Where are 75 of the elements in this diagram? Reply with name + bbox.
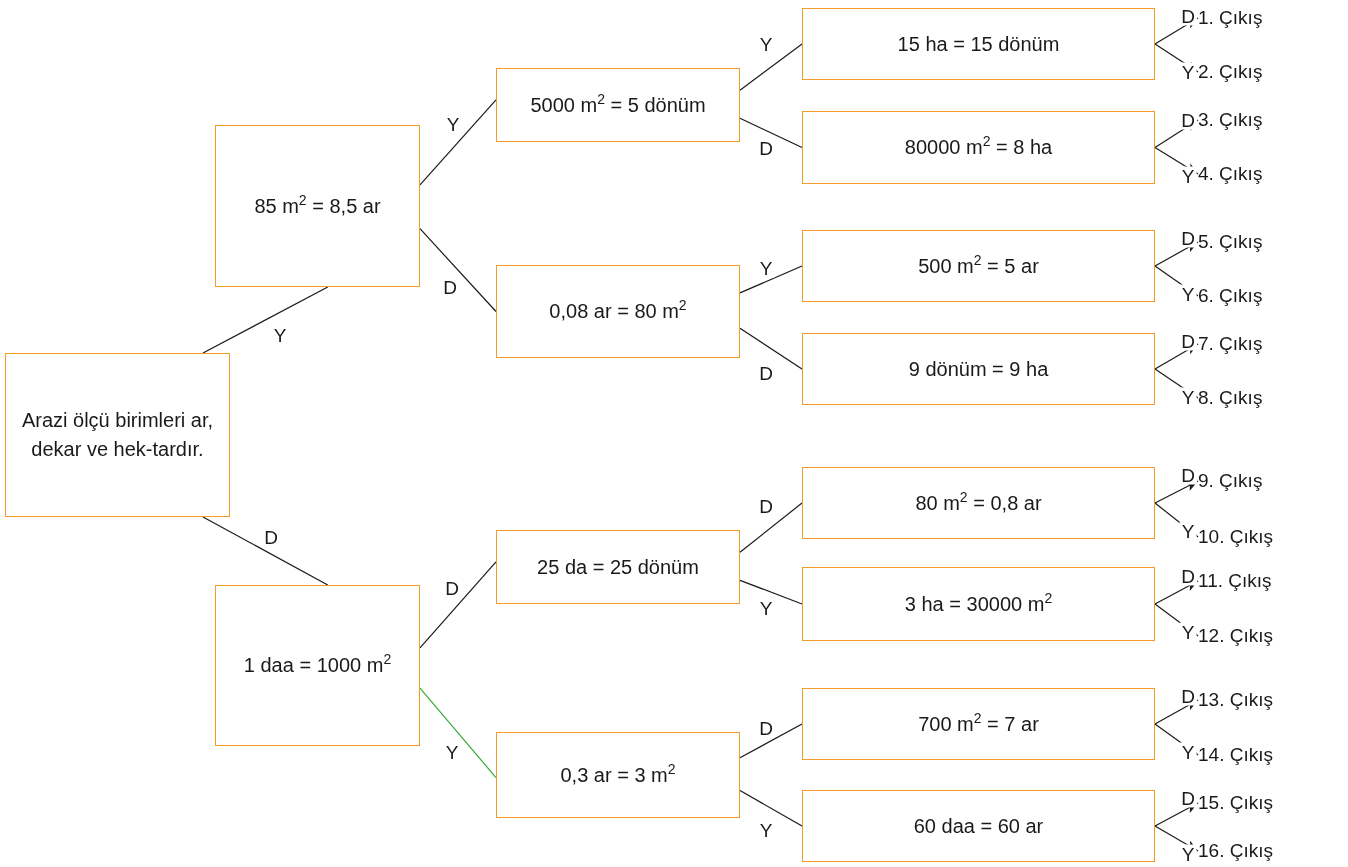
process-box <box>496 732 740 818</box>
node-text: 80000 m$^{2}$ = 8 ha <box>904 133 1053 160</box>
connector-line <box>739 327 803 370</box>
arrow <box>1154 603 1199 637</box>
connector-line <box>202 286 329 354</box>
process-box <box>802 467 1155 539</box>
node-text: 0,3 ar = 3 m$^{2}$ <box>560 760 676 788</box>
edge-label: Y <box>1179 387 1197 407</box>
node-text: 60 daa = 60 ar <box>913 813 1044 839</box>
node-text: 4. Çıkış <box>1198 163 1263 185</box>
edge-label: Y <box>1179 622 1197 642</box>
arrow <box>1154 825 1199 852</box>
edge-label: Y <box>1179 844 1197 864</box>
connector-line <box>739 579 803 605</box>
process-box <box>802 111 1155 184</box>
arrow <box>1154 368 1199 399</box>
node-text: 9. Çıkış <box>1198 470 1263 492</box>
node-text: 10. Çıkış <box>1198 526 1273 548</box>
connector-line <box>739 117 803 149</box>
node-text: 12. Çıkış <box>1198 625 1273 647</box>
process-box <box>496 68 740 142</box>
arrow <box>1154 265 1199 297</box>
node-text: 700 m$^{2}$ = 7 ar <box>918 709 1039 737</box>
connector-line <box>739 43 803 91</box>
node-text: 13. Çıkış <box>1198 689 1273 711</box>
edge-label: Y <box>1179 62 1197 82</box>
node-text: 85 m$^{2}$ = 8,5 ar <box>254 191 381 219</box>
node-text: 15 ha = 15 dönüm <box>897 31 1060 57</box>
node-text: 5. Çıkış <box>1198 231 1263 253</box>
node-text: 15. Çıkış <box>1198 792 1273 814</box>
node-text: 3. Çıkış <box>1198 109 1263 131</box>
node-text: 0,08 ar = 80 m$^{2}$ <box>549 297 687 324</box>
node-text: 14. Çıkış <box>1198 744 1273 766</box>
node-text: 6. Çıkış <box>1198 285 1263 307</box>
connector-line <box>419 228 497 313</box>
node-text: 11. Çıkış <box>1198 570 1272 592</box>
process-box <box>802 567 1155 641</box>
node-text: 16. Çıkış <box>1198 840 1273 862</box>
connector-line <box>739 502 803 553</box>
process-box <box>215 585 420 746</box>
arrow <box>1154 146 1199 175</box>
process-box <box>496 265 740 358</box>
process-box <box>5 353 230 517</box>
process-box <box>496 530 740 604</box>
process-box <box>802 230 1155 302</box>
connector-line <box>739 265 803 294</box>
node-text: 1. Çıkış <box>1198 7 1263 29</box>
node-text: 5000 m$^{2}$ = 5 dönüm <box>530 90 706 118</box>
node-text: 25 da = 25 dönüm <box>537 554 699 580</box>
edge-label: Y <box>1179 166 1197 185</box>
node-text: 7. Çıkış <box>1198 333 1263 355</box>
edge-label: Y <box>1179 521 1197 541</box>
process-box <box>802 790 1155 862</box>
node-text: 2. Çıkış <box>1198 61 1263 83</box>
arrow <box>1154 43 1199 73</box>
node-text: 3 ha = 30000 m$^{2}$ <box>904 589 1053 617</box>
node-text: 1 daa = 1000 m$^{2}$ <box>243 651 392 678</box>
connector-line <box>202 516 329 586</box>
process-box <box>802 8 1155 80</box>
edge-label: Y <box>1179 284 1197 304</box>
process-box <box>215 125 420 287</box>
connector-line <box>739 789 803 827</box>
connector-line <box>739 723 803 759</box>
node-text: 9 dönüm = 9 ha <box>908 356 1049 382</box>
process-box <box>802 688 1155 760</box>
arrow <box>1154 723 1199 756</box>
node-text: 500 m$^{2}$ = 5 ar <box>918 251 1039 279</box>
connector-line <box>419 99 497 186</box>
process-box <box>802 333 1155 405</box>
node-text: 8. Çıkış <box>1198 387 1263 409</box>
connector-line <box>419 561 497 649</box>
edge-label: Y <box>1179 742 1197 762</box>
connector-line <box>419 687 497 779</box>
node-text: Arazi ölçü birimleri ar, dekar ve hek-tardır. <box>20 408 215 462</box>
node-text: 80 m$^{2}$ = 0,8 ar <box>915 488 1042 516</box>
